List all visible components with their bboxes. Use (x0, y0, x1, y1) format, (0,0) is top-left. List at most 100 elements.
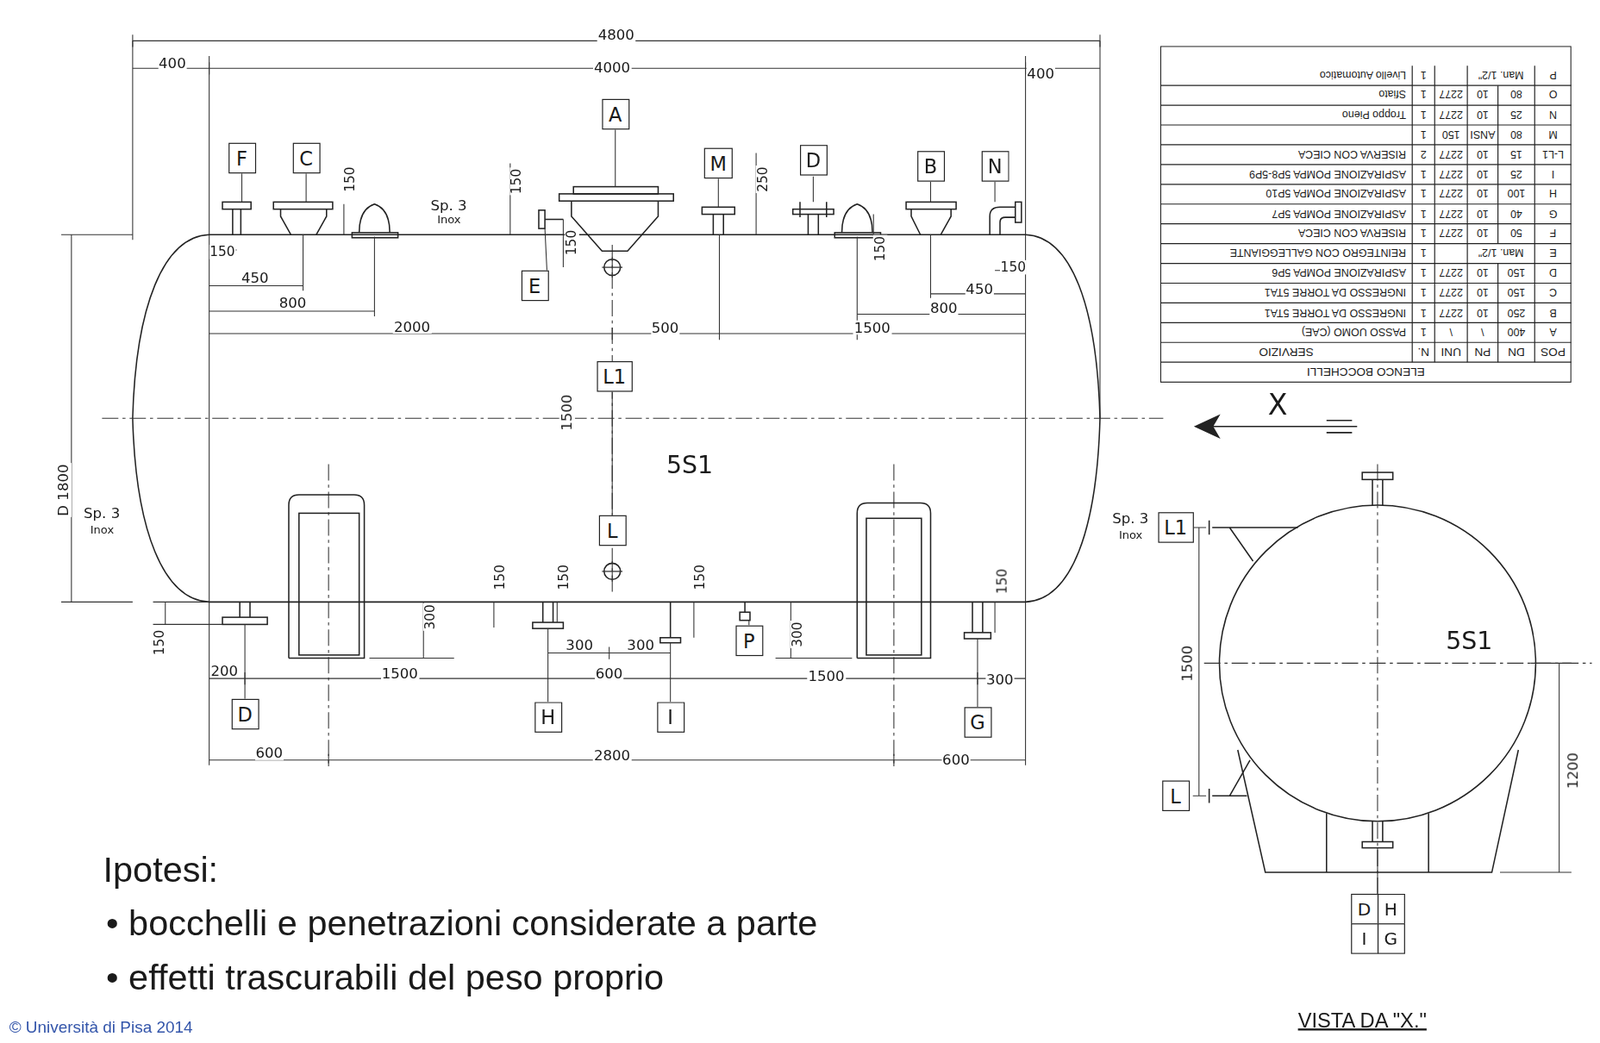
callout-letter: L1 (1163, 518, 1188, 538)
dimension-text: 300 (789, 620, 804, 649)
dimension-text: 150 (343, 165, 357, 194)
dimension-text: 200 (209, 662, 239, 678)
note: • effetti trascurabili del peso proprio (105, 958, 665, 996)
dimension-text: 5S1 (665, 452, 715, 479)
table-cell: 1 (1412, 322, 1435, 343)
callout-box: N (981, 150, 1009, 182)
dimension-text: D 1800 (56, 462, 71, 518)
callout-letter: B (924, 156, 938, 176)
callout-box: D (799, 144, 827, 176)
table-cell: 2277 (1434, 164, 1468, 185)
dimension-text: 600 (254, 745, 284, 761)
dimension-text: 150 (151, 629, 166, 657)
table-cell: 10 (1467, 144, 1499, 165)
callout-box: M (704, 148, 733, 180)
table-cell: 40 (1498, 204, 1536, 225)
callout-box: D (231, 699, 259, 731)
table-cell: P (1534, 65, 1572, 86)
callout-box: F (228, 143, 257, 175)
table-cell: POS (1534, 342, 1572, 363)
callout-letter: L (606, 520, 619, 540)
table-cell: Man. 1/2" (1467, 65, 1535, 86)
table-cell: 2277 (1434, 184, 1468, 205)
table-cell: ANSI (1467, 125, 1499, 145)
table-cell: O (1534, 85, 1572, 106)
table-cell: 2 (1412, 144, 1435, 165)
table-cell: 2277 (1434, 282, 1468, 303)
dimension-text: 150 (872, 235, 887, 263)
callout-box: L (1162, 781, 1190, 813)
dimension-text: 150 (994, 568, 1009, 596)
callout-box: H (1376, 893, 1405, 925)
table-cell: 1 (1412, 224, 1435, 244)
table-cell: 2277 (1434, 204, 1468, 225)
dimension-text: 150 (556, 563, 570, 592)
table-cell: 1 (1412, 204, 1435, 225)
table-cell: REINTEGRO CON GALLEGGIANTE (1160, 243, 1413, 264)
callout-box: G (963, 706, 992, 738)
table-cell: Troppo Pieno (1160, 105, 1413, 125)
table-cell: 25 (1498, 164, 1536, 185)
dimension-text: 300 (625, 637, 656, 652)
dimension-text: Sp. 3 (1111, 510, 1150, 525)
dimension-text: 1500 (559, 393, 575, 432)
table-cell: 150 (1498, 263, 1536, 284)
table-cell: 1 (1412, 105, 1435, 125)
dimension-text: 1200 (1565, 750, 1581, 790)
callout-letter: L (1169, 786, 1182, 806)
table-cell: A (1534, 322, 1572, 343)
callout-letter: A (608, 104, 622, 124)
table-cell: 2277 (1434, 105, 1468, 125)
table-cell: 1 (1412, 302, 1435, 323)
table-cell: ASPIRAZIONE POMPA 5P7 (1160, 204, 1413, 225)
callout-letter: I (667, 707, 674, 727)
table-cell: 100 (1498, 184, 1536, 205)
table-cell: 1 (1412, 164, 1435, 185)
table-cell: 80 (1498, 125, 1536, 145)
table-cell: 400 (1498, 322, 1536, 343)
dimension-text: 300 (422, 603, 437, 632)
table-cell: 1 (1412, 282, 1435, 303)
table-cell: 2277 (1434, 224, 1468, 244)
table-cell: H (1534, 184, 1572, 205)
dimension-text: 150 (493, 563, 507, 592)
table-cell: UNI (1434, 342, 1468, 363)
callout-letter: G (1384, 930, 1399, 948)
callout-letter: L1 (602, 367, 626, 387)
callout-box: P (735, 625, 763, 657)
dimension-text: 400 (157, 56, 188, 71)
callout-box: H (534, 701, 563, 733)
dimension-text: X (1267, 389, 1289, 420)
table-cell: \ (1434, 322, 1468, 343)
table-cell: N. (1412, 342, 1435, 363)
table-cell: Man. 1/2" (1467, 243, 1535, 264)
table-cell: 1 (1412, 125, 1435, 145)
table-cell: 10 (1467, 302, 1499, 323)
callout-letter: P (743, 631, 756, 650)
view-title: VISTA DA "X." (1296, 1009, 1428, 1032)
nozzle-table: ELENCO BOCCHELLIPOSDNPNUNIN.SERVIZIOA400… (1160, 45, 1572, 383)
dimension-text: Sp. 3 (429, 197, 468, 213)
table-cell: 10 (1467, 85, 1499, 106)
table-cell: 80 (1498, 85, 1536, 106)
dimension-text: 2000 (393, 318, 432, 334)
callout-box: C (292, 143, 320, 175)
table-cell: DN (1498, 342, 1536, 363)
table-cell: B (1534, 302, 1572, 323)
table-cell: 10 (1467, 164, 1499, 185)
dimension-text: 1500 (381, 665, 420, 681)
callout-letter: H (540, 707, 556, 727)
dimension-text: 800 (278, 295, 308, 311)
dimension-text: 600 (593, 665, 624, 681)
table-cell: INGRESSO DA TORRE 5TA1 (1160, 302, 1413, 323)
dimension-text: 1500 (806, 668, 846, 683)
dimension-text: Sp. 3 (82, 506, 121, 521)
table-cell: Livello Automatico (1160, 65, 1413, 86)
table-cell: 15 (1498, 144, 1536, 165)
table-cell: ASPIRAZIONE POMPA 5P6 (1160, 263, 1413, 284)
dimension-text: 600 (941, 751, 971, 767)
callout-box: I (656, 701, 685, 733)
callout-letter: N (987, 156, 1003, 176)
callout-letter: I (1362, 930, 1368, 948)
dimension-text: 150 (208, 244, 237, 259)
